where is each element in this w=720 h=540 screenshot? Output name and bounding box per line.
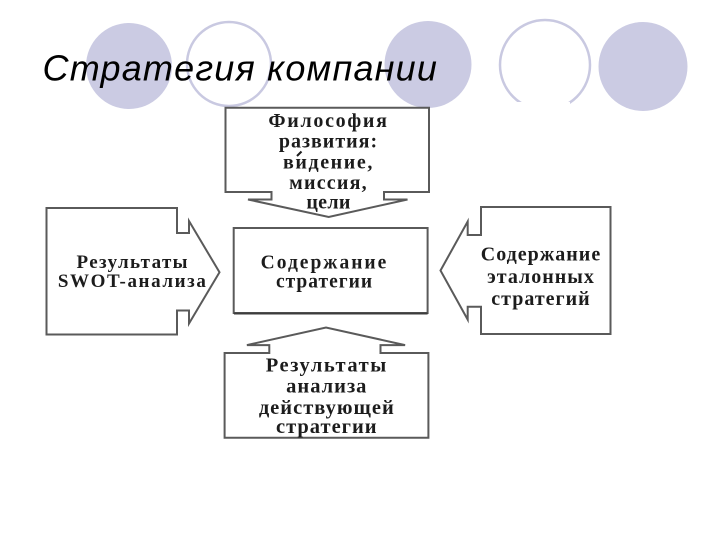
svg-text:стратегии: стратегии — [276, 272, 373, 293]
svg-text:стратегии: стратегии — [276, 416, 378, 438]
svg-text:видение,: видение, — [283, 152, 374, 174]
svg-text:Содержание: Содержание — [261, 253, 389, 274]
svg-text:Содержание: Содержание — [481, 244, 601, 266]
svg-text:стратегий: стратегий — [491, 288, 590, 310]
svg-text:развития:: развития: — [279, 131, 378, 153]
svg-text:эталонных: эталонных — [487, 266, 595, 288]
svg-text:Стратегия компании: Стратегия компании — [43, 48, 439, 89]
svg-text:Результаты: Результаты — [77, 252, 189, 273]
svg-text:миссия,: миссия, — [289, 172, 368, 194]
svg-text:цели: цели — [306, 191, 350, 213]
svg-text:Философия: Философия — [268, 110, 388, 132]
svg-text:SWOT-анализа: SWOT-анализа — [58, 271, 208, 292]
svg-text:Результаты: Результаты — [266, 354, 388, 376]
svg-text:действующей: действующей — [259, 397, 395, 419]
svg-text:анализа: анализа — [286, 375, 367, 397]
